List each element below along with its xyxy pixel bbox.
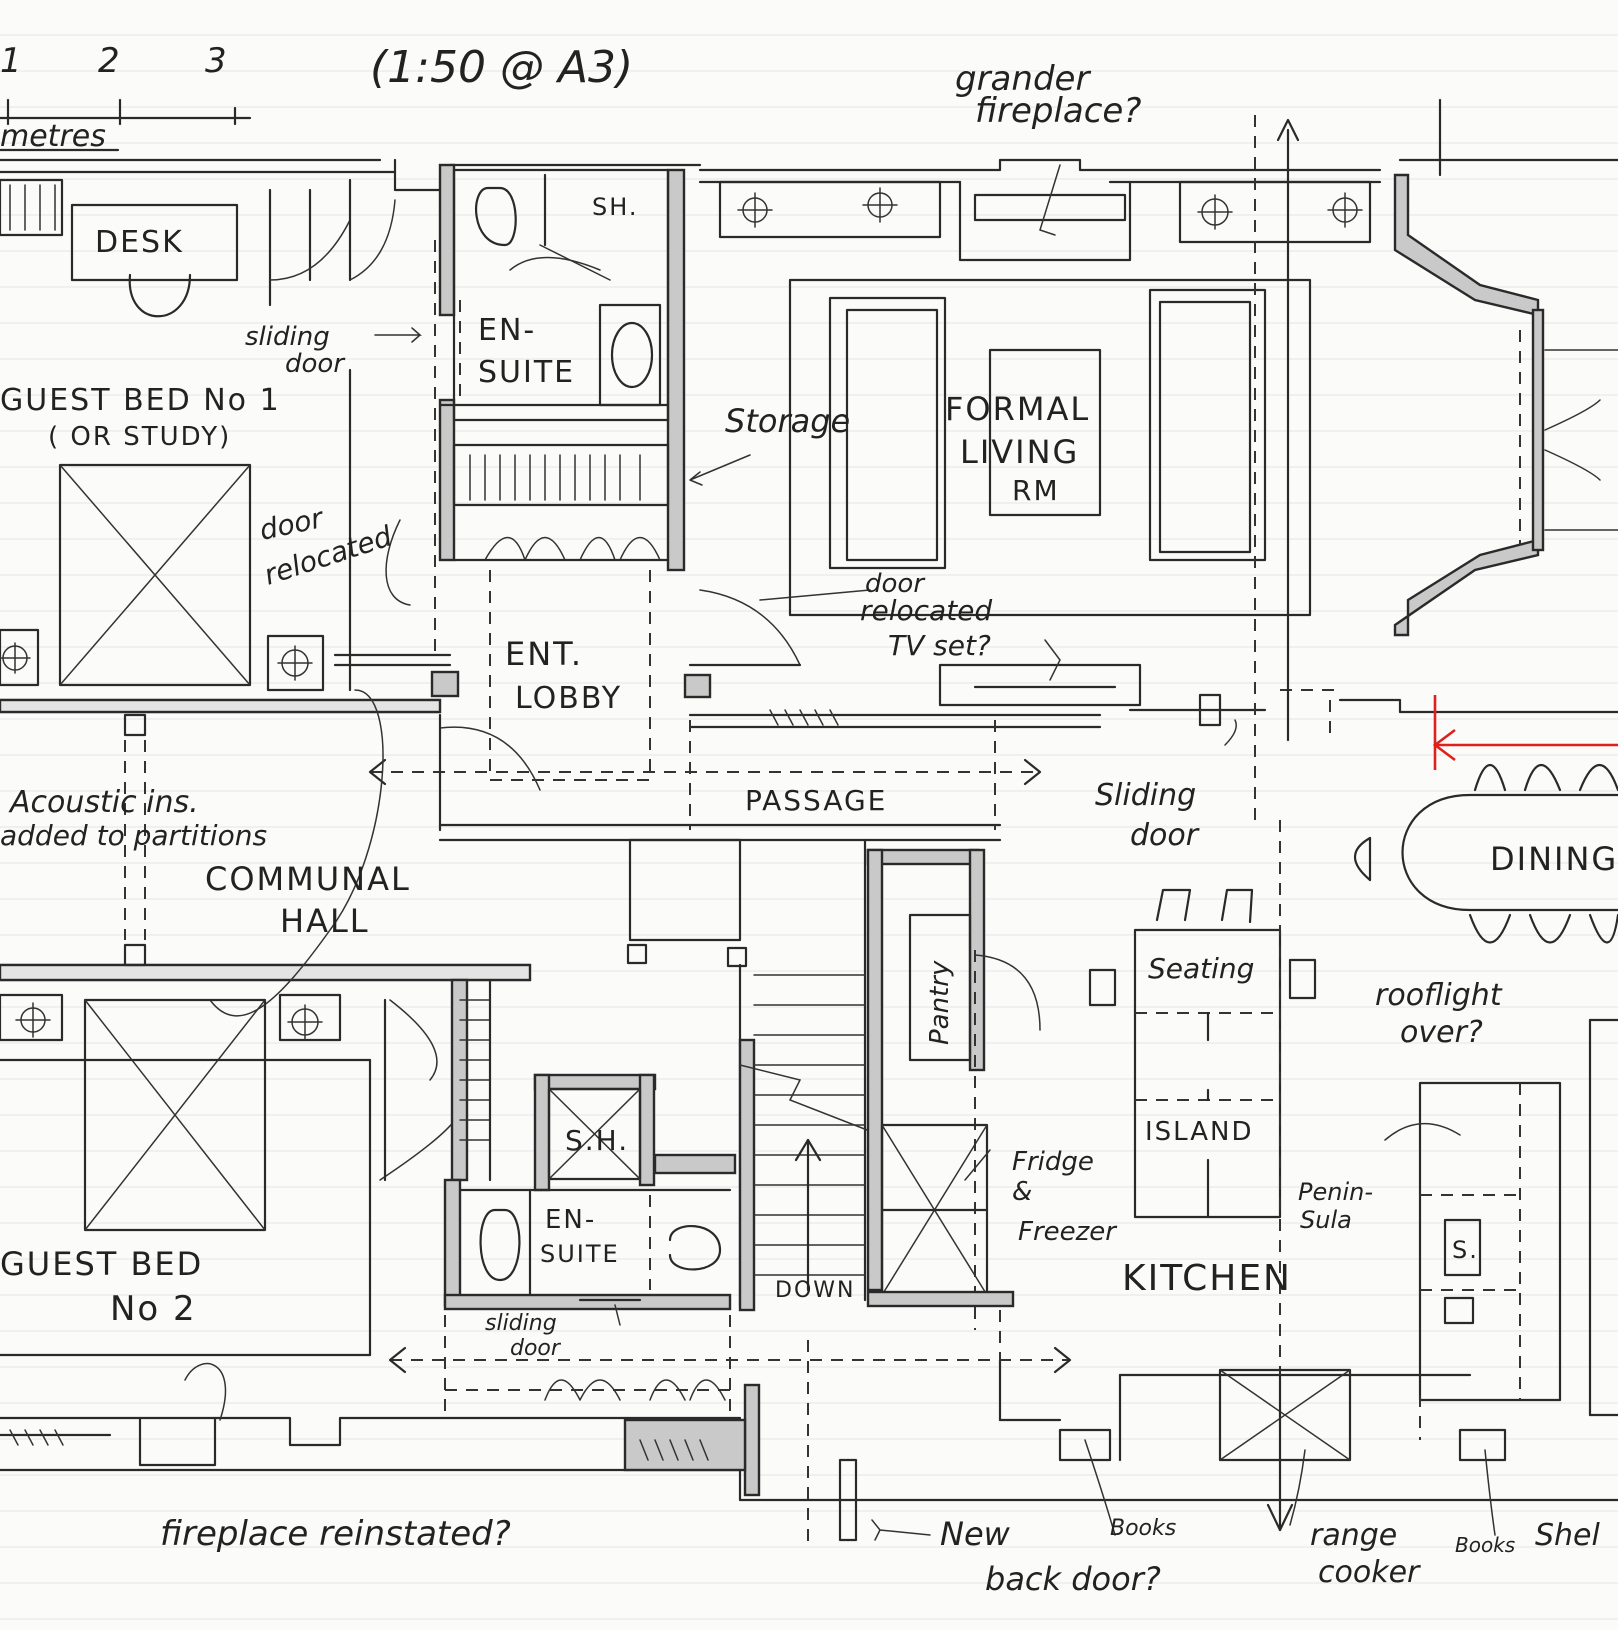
scale-note: (1:50 @ A3) (370, 42, 633, 93)
note-sliding-right-2: door (1130, 818, 1200, 853)
annotations: grander fireplace? sliding door Storage … (0, 59, 1601, 1598)
label-communal-2: HALL (280, 902, 370, 940)
note-fridge-1: Fridge (1012, 1147, 1094, 1177)
desk (70, 203, 239, 282)
entrance-lobby (430, 570, 802, 791)
note-range-2: cooker (1318, 1555, 1421, 1590)
scale-unit: metres (0, 119, 106, 154)
bay-window (1519, 330, 1618, 545)
leader-lines (374, 164, 1237, 1326)
note-books-2: Books (1455, 1533, 1515, 1557)
note-acoustic-2: added to partitions (0, 819, 267, 852)
label-ensuite-top-2: SUITE (478, 355, 575, 390)
staircase (626, 838, 881, 1545)
note-grander-1: grander (955, 59, 1091, 99)
guest-bed-1 (0, 178, 452, 692)
label-ent-2: LOBBY (515, 681, 622, 716)
note-tv: TV set? (888, 629, 991, 662)
label-ensuite-top-1: EN- (478, 313, 536, 348)
label-sh-bottom: S.H. (565, 1124, 629, 1157)
label-down: DOWN (775, 1278, 855, 1303)
passage-arrows (368, 713, 1042, 832)
note-sliding-bot-1: sliding (485, 1311, 557, 1336)
ensuite-bottom (443, 978, 737, 1461)
label-guest1-2: ( OR STUDY) (48, 422, 231, 452)
note-range-1: range (1310, 1518, 1397, 1553)
tv-unit (938, 663, 1142, 707)
pantry (908, 913, 972, 1062)
red-arrow (1432, 695, 1618, 770)
note-acoustic-1: Acoustic ins. (8, 785, 199, 820)
label-sh-top: SH. (592, 193, 639, 221)
scale-tick-1: 1 (0, 41, 22, 81)
note-new-back-door-1: New (940, 1515, 1011, 1553)
label-s-box: S. (1452, 1236, 1479, 1264)
pantry-fridge (866, 848, 1041, 1420)
label-ent-1: ENT. (505, 635, 583, 673)
note-door-reloc-left-1: door (257, 501, 327, 547)
kitchen-island (1088, 820, 1317, 1380)
peninsula (1384, 1018, 1618, 1417)
label-dining: DINING (1490, 840, 1618, 878)
note-books-1: Books (1110, 1516, 1176, 1541)
label-formal-2: LIVING (960, 433, 1079, 471)
sofa-right (1148, 288, 1267, 562)
formal-living (718, 115, 1372, 820)
room-labels: DESK EN- SUITE SH. GUEST BED No 1 ( OR S… (0, 193, 1618, 1329)
ensuite-top (434, 168, 670, 660)
rug (788, 278, 1312, 617)
label-kitchen: KITCHEN (1122, 1258, 1292, 1299)
bed-1 (58, 463, 252, 687)
note-sliding-top-1: sliding (245, 322, 330, 352)
guest-bed-2 (0, 993, 456, 1467)
label-ensuite-bot-1: EN- (545, 1205, 596, 1235)
bottom-arrow (388, 1346, 1072, 1541)
label-guest2-1: GUEST BED (0, 1245, 203, 1283)
dining-table (1353, 763, 1618, 944)
note-door-reloc-right-2: relocated (860, 594, 992, 627)
label-formal-3: RM (1012, 474, 1060, 507)
note-sliding-bot-2: door (510, 1336, 562, 1361)
label-ensuite-bot-2: SUITE (540, 1240, 620, 1268)
label-communal-1: COMMUNAL (205, 860, 411, 898)
note-rooflight-1: rooflight (1375, 978, 1503, 1013)
scale-bar (0, 98, 252, 152)
note-fridge-2: & (1012, 1177, 1032, 1207)
note-sliding-right-1: Sliding (1095, 778, 1196, 813)
sofa-left (828, 296, 947, 570)
note-sliding-top-2: door (285, 349, 346, 379)
note-rooflight-2: over? (1400, 1015, 1483, 1050)
exterior-walls (0, 98, 1618, 1502)
communal-hall (123, 689, 384, 1017)
kitchen-counter (998, 1358, 1507, 1536)
note-peninsula-1: Penin- (1298, 1178, 1373, 1206)
note-shelves: Shel (1535, 1518, 1601, 1553)
label-guest1-1: GUEST BED No 1 (0, 383, 281, 418)
label-guest2-2: No 2 (110, 1289, 197, 1329)
note-fireplace-reinstated: fireplace reinstated? (160, 1514, 511, 1554)
scale-tick-3: 3 (205, 41, 227, 81)
note-peninsula-2: Sula (1300, 1206, 1352, 1234)
scale-labels: 1 2 3 metres (1:50 @ A3) (0, 41, 633, 154)
label-pantry: Pantry (925, 960, 955, 1045)
coffee-table (988, 348, 1102, 517)
storage-wardrobe (452, 443, 670, 562)
label-island: ISLAND (1145, 1117, 1254, 1147)
note-storage: Storage (725, 402, 850, 440)
label-passage: PASSAGE (745, 784, 887, 817)
note-grander-2: fireplace? (975, 91, 1141, 131)
label-formal-1: FORMAL (945, 390, 1090, 428)
note-new-back-door-2: back door? (985, 1560, 1161, 1598)
label-seating: Seating (1148, 952, 1254, 985)
note-fridge-3: Freezer (1018, 1217, 1118, 1247)
scale-tick-2: 2 (98, 41, 120, 81)
label-desk: DESK (95, 225, 184, 260)
bed-2 (83, 998, 267, 1232)
note-door-reloc-right-1: door (865, 569, 926, 599)
